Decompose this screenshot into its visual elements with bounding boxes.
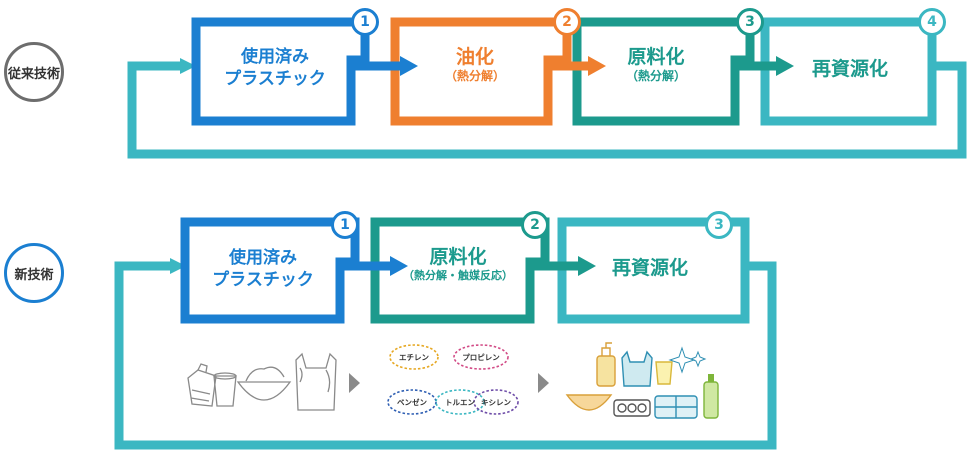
newtech-row-label: 新技術	[14, 267, 54, 283]
chemical-benzene: ベンゼン	[397, 398, 427, 407]
newtech-row-badge: 新技術	[4, 243, 64, 303]
recycled-products-icon	[565, 342, 719, 419]
newtech-step-2-number: 2	[521, 211, 549, 239]
conventional-step-3-title: 原料化 （熱分解）	[625, 46, 686, 83]
conventional-step-1-number: 1	[351, 8, 379, 36]
conventional-row-label: 従来技術	[7, 66, 60, 82]
conventional-step-3-number: 3	[736, 8, 764, 36]
newtech-step-1-number: 1	[331, 211, 359, 239]
chemical-propylene: プロピレン	[462, 353, 500, 362]
conventional-return-loop	[127, 61, 967, 159]
newtech-return-loop	[114, 261, 777, 450]
newtech-step-3-title: 再資源化	[611, 257, 688, 279]
conventional-box-4	[760, 17, 937, 126]
conventional-row-badge: 従来技術	[4, 42, 64, 102]
chemicals-to-products-arrow	[538, 373, 549, 393]
conventional-step-2-number: 2	[553, 8, 581, 36]
chemical-toluene: トルエン	[445, 398, 475, 407]
newtech-box-3	[557, 217, 750, 324]
newtech-step-3-number: 3	[705, 211, 733, 239]
newtech-step-2-title: 原料化 （熱分解・触媒反応）	[403, 246, 513, 282]
newtech-step-1-title: 使用済み プラスチック	[212, 248, 314, 290]
conventional-step-4-title: 再資源化	[811, 58, 888, 80]
newtech-loop-arrowhead	[170, 258, 186, 274]
conventional-step-1-title: 使用済み プラスチック	[224, 47, 326, 89]
chemical-clouds-icon	[387, 344, 519, 415]
waste-to-chemicals-arrow	[349, 373, 360, 393]
used-plastic-items-icon	[187, 352, 337, 411]
chemical-xylene: キシレン	[481, 398, 511, 407]
chemical-ethylene: エチレン	[399, 353, 429, 362]
conventional-loop-arrowhead	[180, 58, 196, 74]
conventional-step-4-number: 4	[918, 8, 946, 36]
conventional-step-2-title: 油化 （熱分解）	[444, 46, 505, 83]
